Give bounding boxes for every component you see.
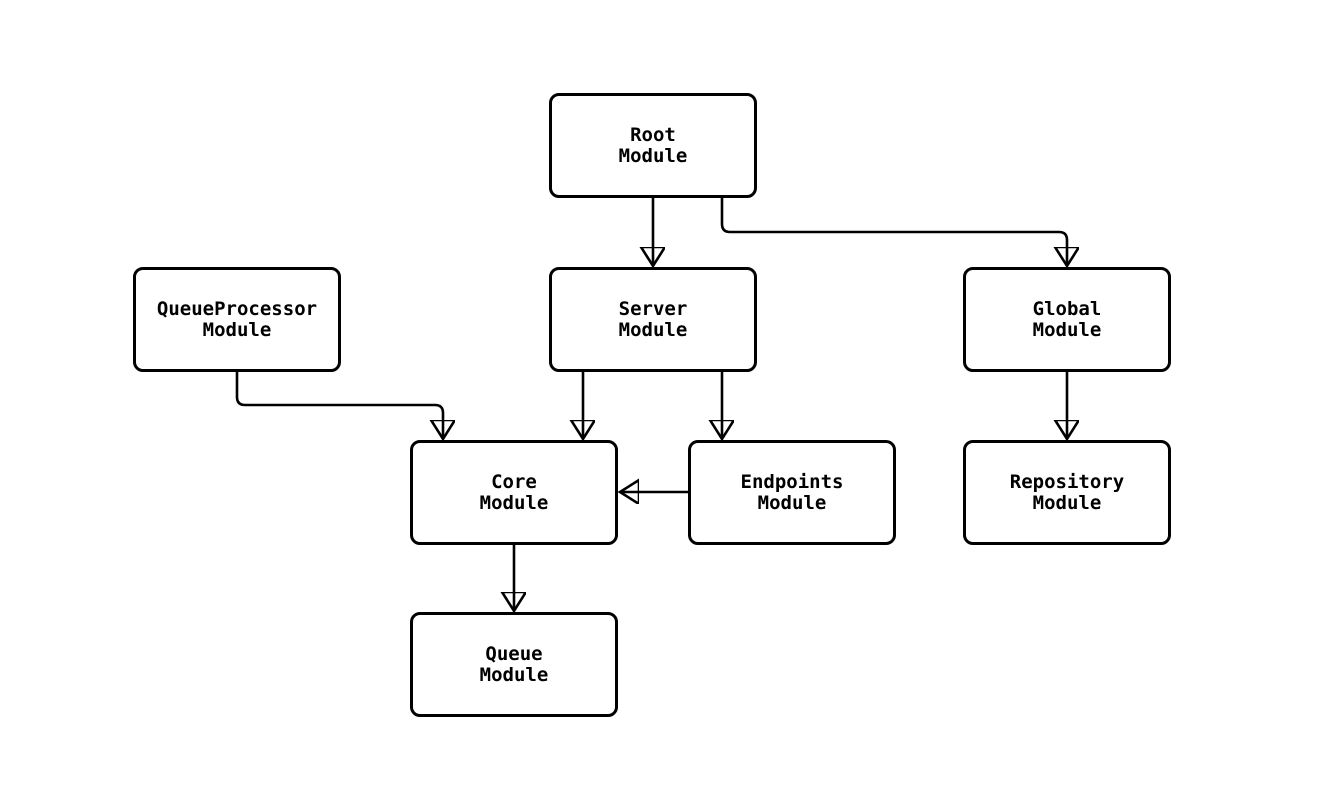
node-root-module: Root Module	[549, 93, 757, 198]
node-queue-module: Queue Module	[410, 612, 618, 717]
node-queueprocessor-module: QueueProcessor Module	[133, 267, 341, 372]
edge-root-to-global	[720, 198, 1067, 264]
node-global-module-label: Global Module	[1032, 297, 1102, 341]
node-queue-module-label: Queue Module	[479, 642, 549, 686]
node-global-module: Global Module	[963, 267, 1171, 372]
node-root-module-label: Root Module	[618, 123, 688, 167]
node-server-module-label: Server Module	[618, 297, 688, 341]
node-endpoints-module-label: Endpoints Module	[740, 470, 844, 514]
node-core-module: Core Module	[410, 440, 618, 545]
node-endpoints-module: Endpoints Module	[688, 440, 896, 545]
node-repository-module-label: Repository Module	[1009, 470, 1125, 514]
node-repository-module: Repository Module	[963, 440, 1171, 545]
node-queueprocessor-module-label: QueueProcessor Module	[156, 297, 318, 341]
node-server-module: Server Module	[549, 267, 757, 372]
edge-queueprocessor-to-core	[235, 372, 443, 437]
node-core-module-label: Core Module	[479, 470, 549, 514]
